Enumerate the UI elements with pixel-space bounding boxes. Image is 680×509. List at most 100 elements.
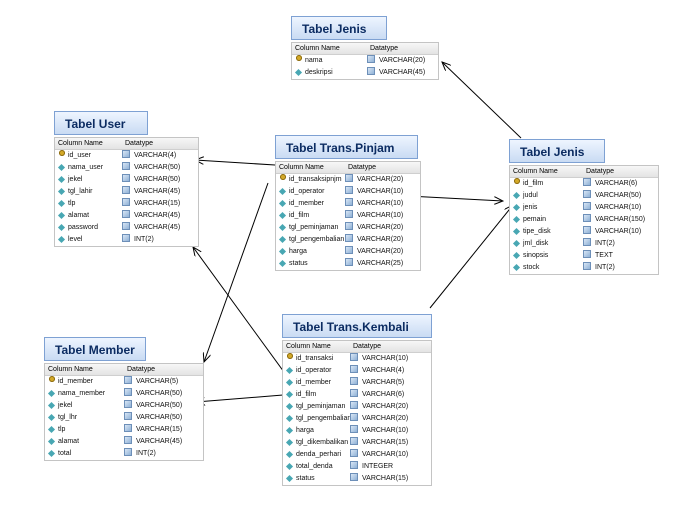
datatype-icon <box>122 174 130 182</box>
datatype-icon <box>583 178 591 186</box>
column-row[interactable]: id_operator VARCHAR(4) <box>283 365 431 377</box>
datatype-icon <box>350 473 358 481</box>
column-name: alamat <box>68 212 90 219</box>
column-name: jekel <box>68 176 83 183</box>
column-name: tgl_lhr <box>58 414 78 421</box>
column-datatype: VARCHAR(45) <box>134 212 181 219</box>
column-name: denda_perhari <box>296 451 342 458</box>
column-datatype: VARCHAR(5) <box>136 378 179 385</box>
column-datatype: VARCHAR(4) <box>362 367 405 374</box>
datatype-header: Datatype <box>348 164 377 171</box>
column-datatype: VARCHAR(20) <box>357 224 404 231</box>
datatype-icon <box>124 388 132 396</box>
column-datatype: VARCHAR(15) <box>362 475 409 482</box>
datatype-icon <box>583 238 591 246</box>
column-icon <box>512 251 521 260</box>
column-name: stock <box>523 264 540 271</box>
column-icon <box>285 390 294 399</box>
column-icon <box>57 199 66 208</box>
column-name-header: Column Name <box>48 366 93 373</box>
column-name: id_operator <box>296 367 332 374</box>
column-name: id_film <box>296 391 317 398</box>
column-icon <box>47 413 56 422</box>
column-name: deskripsi <box>305 69 333 76</box>
column-datatype: VARCHAR(10) <box>362 451 409 458</box>
column-icon <box>278 187 287 196</box>
key-icon <box>287 353 293 359</box>
column-datatype: TEXT <box>595 252 613 259</box>
column-name: id_film <box>523 180 544 187</box>
column-datatype: VARCHAR(10) <box>362 427 409 434</box>
column-datatype: VARCHAR(50) <box>136 390 183 397</box>
column-icon <box>285 474 294 483</box>
column-icon <box>57 223 66 232</box>
column-name: password <box>68 224 98 231</box>
column-row[interactable]: alamat VARCHAR(45) <box>55 210 198 222</box>
connector-pinjam-to-film <box>407 195 503 201</box>
column-icon <box>47 401 56 410</box>
connector-film-to-jenis <box>442 62 522 139</box>
column-row[interactable]: denda_perhari VARCHAR(10) <box>283 449 431 461</box>
column-datatype: VARCHAR(10) <box>595 204 642 211</box>
datatype-icon <box>124 400 132 408</box>
column-name: alamat <box>58 438 80 445</box>
datatype-icon <box>345 246 353 254</box>
key-icon <box>49 376 55 382</box>
key-icon <box>280 174 286 180</box>
column-datatype: VARCHAR(15) <box>136 426 183 433</box>
column-name: status <box>289 260 308 267</box>
column-name: jml_disk <box>523 240 549 247</box>
column-datatype: VARCHAR(20) <box>357 248 404 255</box>
connector-kembali-to-member <box>196 394 284 402</box>
column-datatype: VARCHAR(45) <box>134 188 181 195</box>
datatype-icon <box>367 55 375 63</box>
column-icon <box>285 462 294 471</box>
column-datatype: VARCHAR(20) <box>362 415 409 422</box>
datatype-icon <box>122 198 130 206</box>
